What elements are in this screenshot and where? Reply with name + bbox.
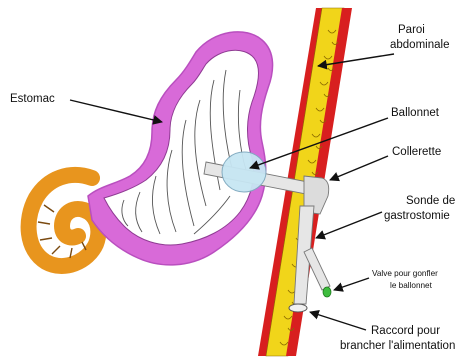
arrow-estomac <box>70 100 162 122</box>
label-collerette: Collerette <box>392 146 441 158</box>
stomach <box>88 32 273 265</box>
label-estomac: Estomac <box>10 93 55 105</box>
label-raccord-2: brancher l'alimentation <box>340 340 455 352</box>
arrow-sonde <box>316 212 382 238</box>
balloon <box>222 152 266 192</box>
label-valve-1: Valve pour gonfler <box>372 269 438 278</box>
arrow-valve <box>334 278 369 290</box>
connector <box>289 304 307 312</box>
label-sonde-1: Sonde de <box>406 195 455 207</box>
arrow-raccord <box>310 312 366 330</box>
label-raccord-1: Raccord pour <box>371 325 440 337</box>
label-paroi-2: abdominale <box>390 39 449 51</box>
label-sonde-2: gastrostomie <box>384 210 450 222</box>
label-ballonnet: Ballonnet <box>391 107 440 119</box>
intestine <box>29 175 99 266</box>
valve-tip <box>323 287 331 297</box>
arrow-collerette <box>330 156 388 180</box>
label-paroi-1: Paroi <box>398 24 425 36</box>
label-valve-2: le ballonnet <box>390 281 433 290</box>
